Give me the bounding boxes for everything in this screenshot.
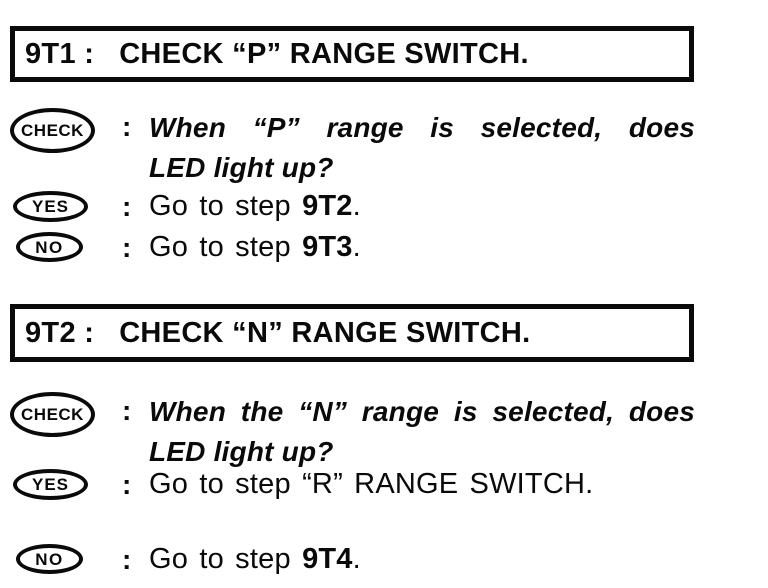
instruction-suffix: . bbox=[352, 190, 361, 222]
question-line-2: LED light up? bbox=[149, 436, 334, 467]
colon-separator: : bbox=[122, 232, 132, 263]
yes-row: YES : Go to step 9T2. bbox=[10, 188, 760, 226]
instruction-suffix: . bbox=[352, 543, 361, 575]
no-instruction: Go to step 9T4. bbox=[149, 541, 361, 577]
badge-column: NO bbox=[10, 541, 122, 574]
colon-separator: : bbox=[122, 111, 132, 142]
badge-column: YES bbox=[10, 466, 122, 500]
instruction-prefix: Go to step bbox=[149, 190, 303, 222]
question-line-2: LED light up? bbox=[149, 152, 334, 183]
yes-row: YES : Go to step “R” RANGE SWITCH. bbox=[10, 466, 760, 504]
question-line-1: When the “N” range is selected, does bbox=[149, 396, 695, 427]
no-row: NO : Go to step 9T4. bbox=[10, 541, 760, 579]
step-header-box: 9T1 : CHECK “P” RANGE SWITCH. bbox=[10, 26, 694, 82]
badge-column: CHECK bbox=[10, 108, 122, 153]
check-row: CHECK : When “P” range is selected, does… bbox=[10, 108, 760, 188]
yes-badge: YES bbox=[13, 191, 88, 222]
badge-column: CHECK bbox=[10, 392, 122, 437]
check-badge: CHECK bbox=[10, 108, 95, 153]
no-row: NO : Go to step 9T3. bbox=[10, 229, 760, 267]
question-line-1: When “P” range is selected, does bbox=[149, 112, 695, 143]
colon-separator: : bbox=[122, 544, 132, 575]
no-instruction: Go to step 9T3. bbox=[149, 229, 361, 265]
check-row: CHECK : When the “N” range is selected, … bbox=[10, 392, 760, 472]
yes-instruction: Go to step “R” RANGE SWITCH. bbox=[149, 466, 593, 502]
yes-badge: YES bbox=[13, 469, 88, 500]
step-id: 9T2 : bbox=[25, 316, 95, 349]
step-header-box: 9T2 : CHECK “N” RANGE SWITCH. bbox=[10, 304, 694, 362]
colon-separator: : bbox=[122, 395, 132, 426]
no-badge: NO bbox=[16, 232, 83, 262]
check-question: When “P” range is selected, does LED lig… bbox=[149, 108, 695, 188]
instruction-prefix: Go to step bbox=[149, 231, 303, 263]
yes-instruction: Go to step 9T2. bbox=[149, 188, 361, 224]
step-title: CHECK “N” RANGE SWITCH. bbox=[119, 316, 531, 349]
colon-separator: : bbox=[122, 469, 132, 500]
instruction-prefix: Go to step bbox=[149, 468, 303, 500]
check-question: When the “N” range is selected, does LED… bbox=[149, 392, 695, 472]
check-badge: CHECK bbox=[10, 392, 95, 437]
instruction-prefix: Go to step bbox=[149, 543, 303, 575]
step-reference: “R” RANGE SWITCH bbox=[302, 468, 586, 500]
badge-column: NO bbox=[10, 229, 122, 262]
no-badge: NO bbox=[16, 544, 83, 574]
step-reference: 9T2 bbox=[302, 190, 353, 222]
badge-column: YES bbox=[10, 188, 122, 222]
step-title: CHECK “P” RANGE SWITCH. bbox=[119, 37, 529, 70]
step-id: 9T1 : bbox=[25, 37, 95, 70]
step-reference: 9T4 bbox=[302, 543, 353, 575]
colon-separator: : bbox=[122, 191, 132, 222]
step-reference: 9T3 bbox=[302, 231, 353, 263]
instruction-suffix: . bbox=[352, 231, 361, 263]
instruction-suffix: . bbox=[585, 468, 594, 500]
